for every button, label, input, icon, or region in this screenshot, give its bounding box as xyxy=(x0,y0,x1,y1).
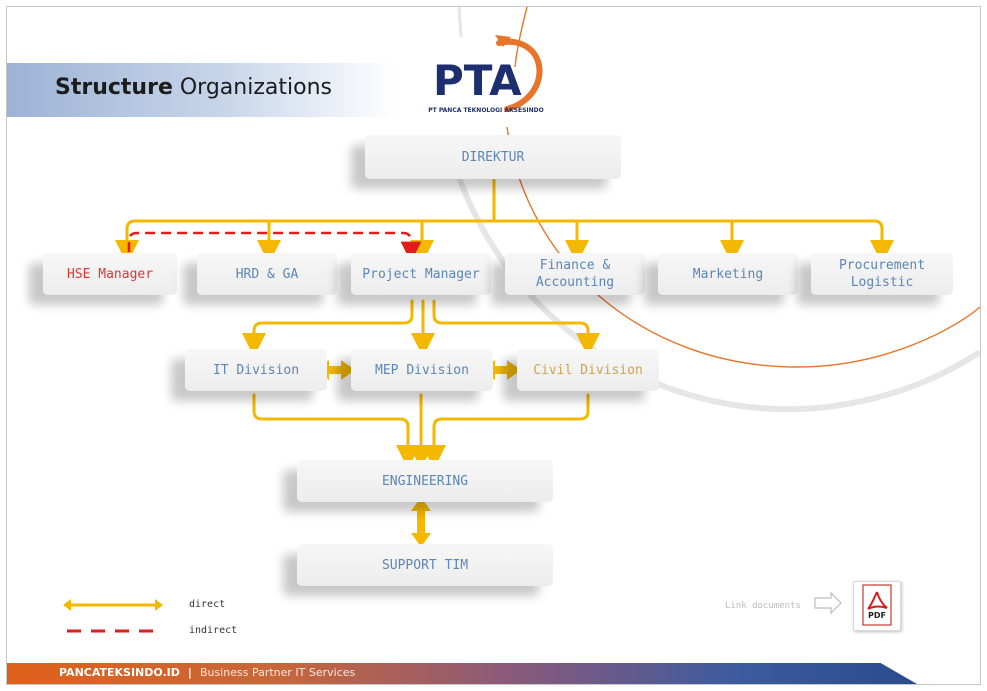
node-mep-division: MEP Division xyxy=(351,349,493,391)
node-civil-division: Civil Division xyxy=(517,349,659,391)
node-marketing-label: Marketing xyxy=(692,266,764,282)
node-it-division: IT Division xyxy=(185,349,327,391)
node-hse-label: HSE Manager xyxy=(66,266,154,282)
pta-logo: PTA xyxy=(433,35,543,112)
node-project-manager: Project Manager xyxy=(351,253,491,295)
node-hse-manager: HSE Manager xyxy=(43,253,177,295)
title-rest: Organizations xyxy=(172,75,332,100)
arrow-right-icon xyxy=(814,591,842,615)
node-finance-label-2: Accounting xyxy=(535,275,615,290)
decorative-arcs xyxy=(444,7,980,413)
title-bold: Structure xyxy=(55,75,173,100)
slide: Structure Organizations PTA PT PANCA TEK… xyxy=(6,6,981,685)
pdf-glyph-icon xyxy=(862,584,892,626)
node-support-label: SUPPORT TIM xyxy=(381,557,469,573)
legend-direct-label: direct xyxy=(189,599,226,610)
legend-lines xyxy=(63,599,163,633)
title-band xyxy=(7,63,397,117)
logo-company: PT PANCA TEKNOLOGI AKSESINDO xyxy=(428,107,544,114)
node-procurement-label-2: Logistic xyxy=(850,275,914,290)
node-hrd-label: HRD & GA xyxy=(235,266,299,282)
node-finance-accounting: Finance & Accounting xyxy=(505,253,645,295)
node-engineering: ENGINEERING xyxy=(297,460,553,502)
footer-separator: | xyxy=(187,666,192,679)
pdf-icon[interactable]: PDF xyxy=(853,581,901,631)
page-title: Structure Organizations xyxy=(55,75,332,100)
link-documents-label: Link documents xyxy=(725,601,801,611)
node-support-tim: SUPPORT TIM xyxy=(297,544,553,586)
node-finance-label-1: Finance & xyxy=(539,258,611,273)
pdf-label: PDF xyxy=(868,611,886,620)
node-procurement-label-1: Procurement xyxy=(838,258,926,273)
footer-tagline: Business Partner IT Services xyxy=(199,666,356,679)
node-mep-label: MEP Division xyxy=(375,362,469,378)
node-marketing: Marketing xyxy=(658,253,798,295)
node-pm-label: Project Manager xyxy=(362,266,480,282)
node-civil-label: Civil Division xyxy=(533,362,643,378)
legend-indirect-label: indirect xyxy=(189,625,238,636)
node-direktur-label: DIREKTUR xyxy=(461,149,525,165)
node-hrd-ga: HRD & GA xyxy=(197,253,337,295)
footer-band xyxy=(7,663,917,684)
node-engineering-label: ENGINEERING xyxy=(381,473,469,489)
logo-text: PTA xyxy=(433,56,522,105)
node-it-label: IT Division xyxy=(212,362,300,378)
footer-brand[interactable]: PANCATEKSINDO.ID xyxy=(59,666,180,679)
footer: PANCATEKSINDO.ID | Business Partner IT Ser… xyxy=(59,666,355,679)
node-direktur: DIREKTUR xyxy=(365,135,621,179)
